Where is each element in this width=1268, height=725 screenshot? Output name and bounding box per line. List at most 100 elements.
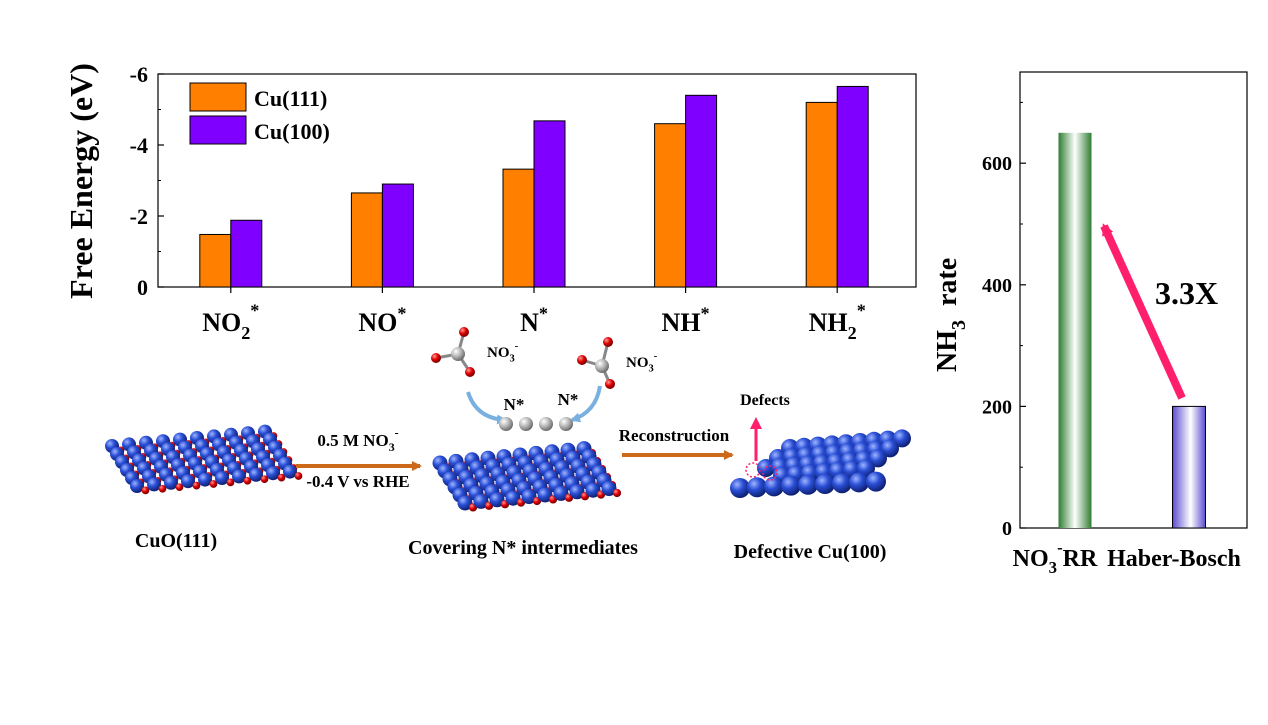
cu-atom [457,495,473,511]
n-atom [559,417,573,431]
n-atom [519,417,533,431]
c1-category-label: N* [520,303,548,337]
c1-category-label-sup: * [857,301,866,321]
covered-slab [432,441,622,512]
nitrate-n-atom [451,347,465,361]
nitrate-label-right-rich: NO3- [626,351,658,375]
cu-atom [798,474,818,495]
arrow2-label: Reconstruction [619,426,730,445]
c2-bar [1172,405,1206,529]
cu-atom [764,476,784,497]
nitrate-o-atom [603,337,613,347]
c1-category-label-sub: 2 [241,323,250,343]
arrow1-top-rich-sup: - [395,426,399,440]
defect-marker-1 [745,462,761,478]
c2-y-axis-label: NH3 rate [932,258,970,372]
stage3-label: Defective Cu(100) [734,541,887,563]
cu-atom [537,487,553,503]
cu-atom [869,449,887,468]
n-star-label-right: N* [558,390,579,409]
arrow1-top-rich-sub: 3 [389,440,395,454]
cu-atom [881,439,899,458]
bar-Cu(100) [381,183,414,288]
n-atom [499,417,513,431]
c2-category-label-base: Haber-Bosch [1107,546,1241,572]
defective-cu-slab [730,429,911,498]
nitrate-label-left-rich: NO3- [487,341,519,365]
increase-annotation: 3.3X [1155,275,1218,311]
o-atom [175,483,184,492]
c2-ylabel-base: NH [932,330,963,372]
c2-category-label: Haber-Bosch [1107,546,1241,572]
increase-arrow [1100,223,1186,400]
c1-category-label-base: NH [662,308,701,337]
reconstruction-schematic: CuO(111) -0.4 V vs RHE N* N* Covering N*… [105,327,911,563]
stage2-label: Covering N* intermediates [408,537,638,559]
nitrate-n-atom [595,359,609,373]
c1-category-label-sup: * [250,301,259,321]
cu-atom [215,471,229,485]
cu-atom [553,485,569,501]
nitrate-o-atom [431,353,441,363]
o-atom [158,484,167,493]
free-energy-chart: 0-2-4-6 NO2*NO*N*NH*NH2* Free Energy (eV… [63,62,917,343]
c1-category-label-sup: * [397,303,406,323]
bar-Cu(111) [654,123,687,288]
bar-Cu(111) [805,101,838,288]
c1-category-label: NH* [662,303,710,337]
cu-atom [866,471,886,492]
c1-ytick-label: -2 [130,204,148,229]
nitrate-o-atom [459,327,469,337]
n-atom [539,417,553,431]
bar-Cu(111) [502,168,535,288]
bar-Cu(100) [836,85,869,288]
o-atom [294,472,303,480]
c2-category-label: NO3-RR [1013,538,1098,577]
c1-category-labels: NO2*NO*N*NH*NH2* [202,287,866,343]
bar-Cu(100) [533,120,566,288]
c1-ytick-label: -4 [130,133,148,158]
cu-atom [232,469,246,484]
arrow1-top-rich-base: 0.5 M NO [317,431,388,450]
cu-atom [147,477,161,492]
o-atom [192,481,201,490]
c2-ytick-label: 400 [982,275,1012,297]
nitrate-label-right-rich-base: NO [626,355,649,371]
nitrate-label-left-rich-base: NO [487,345,510,361]
nitrate-molecules [431,327,615,389]
o-atom [243,476,252,485]
c2-category-label-base: NO [1013,546,1049,572]
c1-category-label-base: N [520,308,539,337]
c2-plot-frame [1019,71,1248,529]
legend-label-cu100: Cu(100) [254,119,330,144]
c1-legend: Cu(111) Cu(100) [189,82,330,145]
cu-atom [473,493,489,509]
c1-bars [199,85,869,288]
cu-atom [489,492,505,508]
c1-y-ticks: 0-2-4-6 [130,62,164,300]
c2-ytick-label: 0 [1002,518,1012,540]
c2-bars [1058,132,1206,529]
cu-atom [266,466,280,481]
bar-Cu(100) [685,94,718,288]
c1-category-label-sub: 2 [848,323,857,343]
defects-label: Defects [740,392,790,409]
cu-atom [164,475,178,490]
bar-Cu(111) [199,233,232,288]
nitrate-o-atom [605,379,615,389]
cu-atom [249,467,263,482]
adsorption-arrow-left [466,391,507,425]
stage1-label: CuO(111) [135,530,217,552]
nitrate-label-left-rich-sup: - [515,341,519,352]
cu-atom [815,474,835,494]
nitrate-o-atom [577,355,587,365]
nitrate-o-atom [465,367,475,377]
cu-atom [747,477,767,498]
c1-category-label-sup: * [701,303,710,323]
c1-category-label-sup: * [539,303,548,323]
o-atom [277,473,286,482]
cu-atom [198,472,212,487]
nitrate-label-right-rich-sub: 3 [649,364,654,375]
